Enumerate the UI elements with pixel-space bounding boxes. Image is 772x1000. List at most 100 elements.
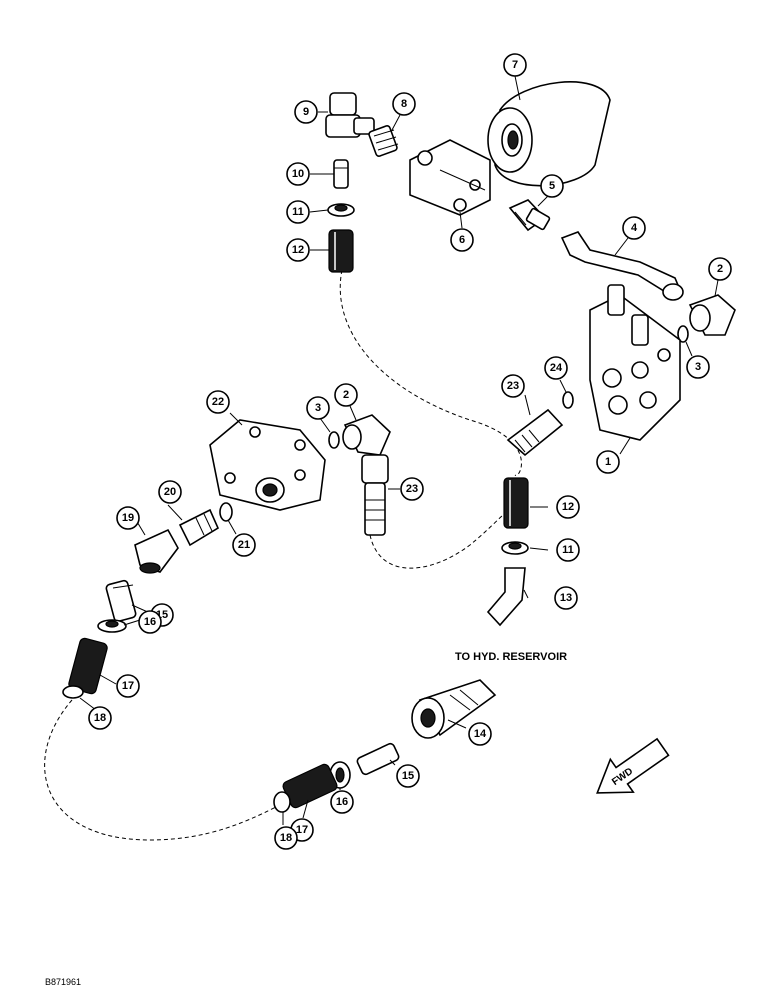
svg-text:4: 4 [631,222,638,234]
hose-clamp-11-top [327,203,355,217]
oil-filter [487,81,611,187]
elbow-fitting-2-left [342,414,391,456]
callout-20: 20 [158,480,182,504]
svg-text:2: 2 [343,389,349,401]
svg-text:19: 19 [122,512,134,524]
svg-text:11: 11 [292,206,304,218]
adapter-fitting-20 [178,508,220,547]
hose-nipple-15-bottom [356,742,400,776]
hose-nipple-10 [333,159,349,189]
callout-18-bottom: 18 [274,826,298,850]
hose-clamp-18-top [62,685,84,699]
callout-18-top: 18 [88,706,112,730]
callout-6: 6 [450,228,474,252]
svg-text:11: 11 [562,544,574,556]
elbow-nipple-13 [486,567,526,627]
svg-text:14: 14 [474,728,487,740]
svg-text:10: 10 [292,168,304,180]
tee-fitting [325,92,375,138]
hose-upper [339,269,522,476]
svg-text:5: 5 [549,180,555,192]
callout-23-right: 23 [501,374,525,398]
callout-7: 7 [503,53,527,77]
callout-22: 22 [206,390,230,414]
callout-12-top: 12 [286,238,310,262]
svg-text:23: 23 [507,380,519,392]
o-ring-3-right [677,325,689,343]
pipe-plug [368,125,399,157]
svg-text:3: 3 [315,402,321,414]
o-ring-3-left [328,431,340,449]
callout-24: 24 [544,356,568,380]
svg-text:12: 12 [562,501,574,513]
suction-strainer-14 [411,679,497,739]
callout-2-left: 2 [334,383,358,407]
fwd-arrow: FWD [596,737,670,794]
control-valve [589,284,681,441]
svg-text:3: 3 [695,361,701,373]
svg-text:6: 6 [459,234,465,246]
hose-clamp-16-top [97,619,127,633]
callout-11-top: 11 [286,200,310,224]
svg-text:12: 12 [292,244,304,256]
svg-text:17: 17 [296,824,308,836]
straight-fitting-5 [508,199,551,232]
svg-text:24: 24 [550,362,563,374]
callout-19: 19 [116,506,140,530]
leader-lines [79,75,719,825]
svg-text:15: 15 [402,770,414,782]
hose-clamp-18-bottom [273,791,291,813]
svg-text:20: 20 [164,486,176,498]
callout-15-bottom: 15 [396,764,420,788]
hose-12-top [328,229,354,273]
callout-8: 8 [392,92,416,116]
adapter-23-right [506,408,564,457]
svg-text:7: 7 [512,59,518,71]
svg-text:22: 22 [212,396,224,408]
filter-head [409,139,491,216]
callout-2-right: 2 [708,257,732,281]
callout-3-left: 3 [306,396,330,420]
svg-text:16: 16 [144,616,156,628]
svg-text:23: 23 [406,483,418,495]
reservoir-label: TO HYD. RESERVOIR [455,651,567,663]
callout-11-bottom: 11 [556,538,580,562]
callout-9: 9 [294,100,318,124]
o-ring-24 [562,391,574,409]
svg-text:1: 1 [605,456,611,468]
svg-text:18: 18 [94,712,106,724]
svg-text:13: 13 [560,592,572,604]
figure-id: B871961 [45,977,81,987]
callout-5: 5 [540,174,564,198]
o-ring-21 [219,502,233,522]
callout-16-top: 16 [138,610,162,634]
svg-text:9: 9 [303,106,309,118]
hose-lower-right [369,509,513,569]
svg-text:21: 21 [238,539,250,551]
callout-1: 1 [596,450,620,474]
svg-text:2: 2 [717,263,723,275]
callout-17-top: 17 [116,674,140,698]
elbow-fitting-19 [134,528,179,574]
steel-tube-4 [560,231,684,301]
hydraulic-pump [209,419,326,511]
hose-lower-left [44,699,281,841]
callout-14: 14 [468,722,492,746]
hose-12-bottom [503,477,529,529]
callout-3-right: 3 [686,355,710,379]
adapter-23-left [361,454,389,536]
callout-4: 4 [622,216,646,240]
elbow-fitting-2-right [688,294,736,336]
hose-clamp-11-bottom [501,541,529,555]
callout-12-bottom: 12 [556,495,580,519]
callout-10: 10 [286,162,310,186]
hose-nipple-15-top [105,579,137,623]
svg-text:16: 16 [336,796,348,808]
callout-13: 13 [554,586,578,610]
svg-text:8: 8 [401,98,407,110]
callout-23-left: 23 [400,477,424,501]
svg-text:18: 18 [280,832,292,844]
callout-21: 21 [232,533,256,557]
svg-text:17: 17 [122,680,134,692]
